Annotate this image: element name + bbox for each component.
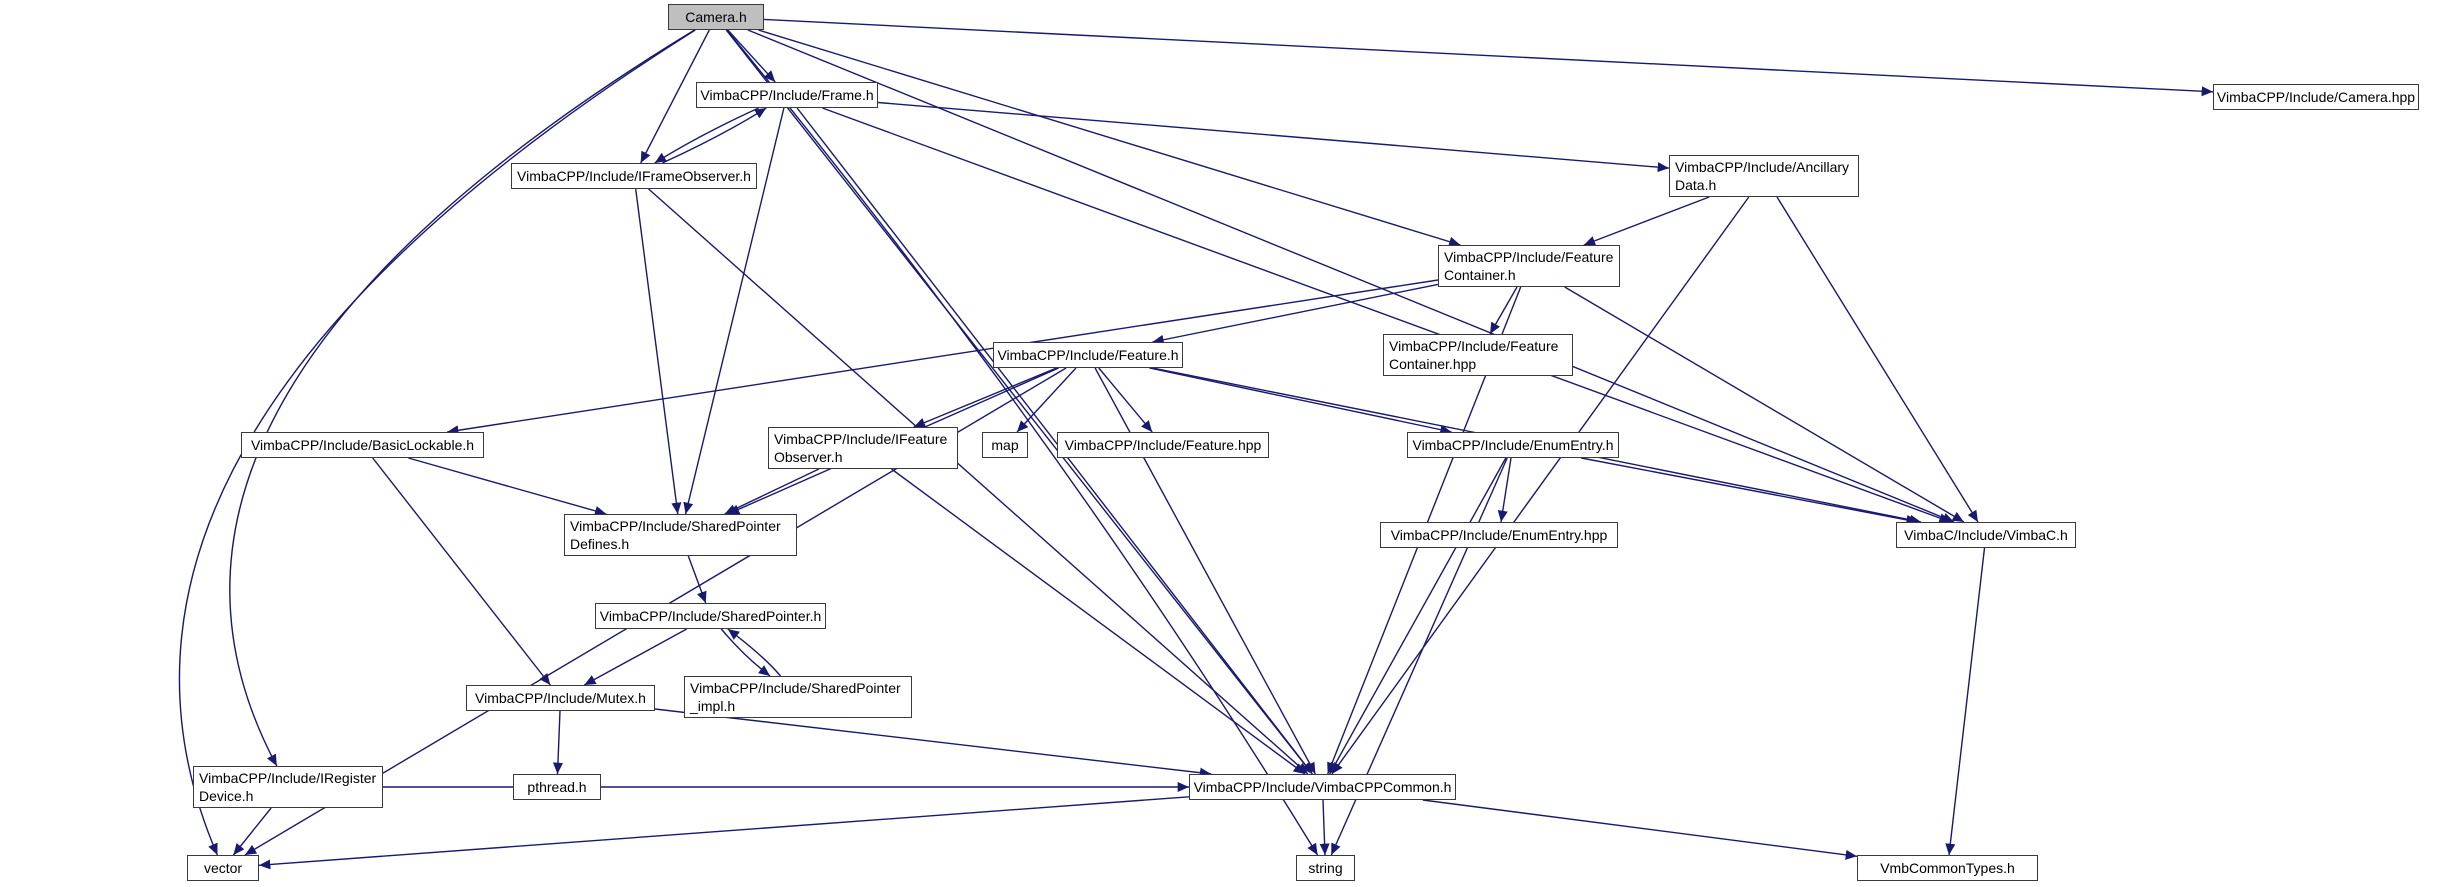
node-sharedpointer[interactable]: VimbaCPP/Include/SharedPointer.h	[595, 603, 826, 629]
edge-frame-to-vimbac	[822, 107, 1951, 523]
edge-frame-to-iframeobserver	[654, 107, 759, 164]
node-featurecontainer[interactable]: VimbaCPP/Include/Feature Container.h	[1438, 245, 1620, 287]
node-feature_hpp[interactable]: VimbaCPP/Include/Feature.hpp	[1057, 432, 1269, 458]
edge-iframeobserver-to-sharedpointerdefines	[635, 188, 682, 515]
edge-sharedpointer-to-sharedpointer_impl	[720, 628, 771, 677]
edge-vimbacppcommon-to-string	[1319, 799, 1330, 856]
edge-enumentry-to-enumentry_hpp	[1497, 457, 1512, 523]
edge-frame-to-sharedpointerdefines	[683, 107, 785, 515]
edge-featurecontainer-to-feature	[1152, 283, 1439, 345]
edge-feature-to-ifeatureobserver	[913, 367, 1057, 428]
edge-camera-to-string	[726, 29, 1319, 856]
edge-featurecontainer-to-basiclockable	[447, 279, 1439, 436]
node-frame[interactable]: VimbaCPP/Include/Frame.h	[696, 82, 878, 108]
node-basiclockable[interactable]: VimbaCPP/Include/BasicLockable.h	[241, 432, 484, 458]
node-vector: vector	[187, 855, 259, 881]
edge-featurecontainer-to-vimbac	[1564, 286, 1965, 523]
edge-iframeobserver-to-vimbacppcommon	[648, 188, 1309, 775]
edge-enumentry-to-vimbac	[1581, 457, 1918, 525]
node-enumentry[interactable]: VimbaCPP/Include/EnumEntry.h	[1407, 432, 1619, 458]
edge-camera-to-vimbacppcommon	[725, 29, 1313, 775]
edge-frame-to-vimbacppcommon	[796, 107, 1313, 775]
node-sharedpointerdefines[interactable]: VimbaCPP/Include/SharedPointer Defines.h	[564, 514, 797, 556]
edge-sharedpointer_impl-to-sharedpointer	[727, 628, 782, 677]
edge-camera-to-camera_hpp	[763, 18, 2214, 97]
edge-feature-to-map	[1016, 367, 1077, 433]
node-string: string	[1296, 855, 1355, 881]
edge-camera-to-featurecontainer	[758, 29, 1461, 247]
node-iframeobserver[interactable]: VimbaCPP/Include/IFrameObserver.h	[511, 163, 757, 189]
edge-vimbac-to-vmbcommontypes	[1945, 547, 1986, 856]
edge-feature-to-feature_hpp	[1098, 367, 1153, 433]
node-sharedpointer_impl[interactable]: VimbaCPP/Include/SharedPointer _impl.h	[684, 676, 912, 718]
edge-featurecontainer-to-featurecontainer_hpp	[1489, 286, 1518, 335]
edge-iregisterdevice-to-vector	[232, 807, 272, 856]
edge-ifeatureobserver-to-vimbacppcommon	[891, 468, 1306, 775]
edge-vimbacppcommon-to-vmbcommontypes	[1422, 799, 1858, 860]
edge-enumentry-to-vimbacppcommon	[1329, 457, 1507, 775]
edge-frame-to-ancillarydata	[877, 101, 1670, 173]
edge-camera-to-frame	[727, 29, 776, 83]
node-feature[interactable]: VimbaCPP/Include/Feature.h	[993, 342, 1183, 368]
edge-mutex-to-vimbacppcommon	[654, 708, 1212, 778]
edge-mutex-to-pthread	[552, 710, 563, 775]
edge-camera-to-vimbac	[747, 29, 1955, 523]
node-vimbac[interactable]: VimbaC/Include/VimbaC.h	[1896, 522, 2076, 548]
edge-ancillarydata-to-vimbac	[1776, 196, 1979, 523]
edge-sharedpointer-to-mutex	[583, 628, 688, 686]
node-vimbacppcommon[interactable]: VimbaCPP/Include/VimbaCPPCommon.h	[1189, 774, 1456, 800]
edge-camera-to-iregisterdevice	[229, 29, 695, 767]
node-enumentry_hpp[interactable]: VimbaCPP/Include/EnumEntry.hpp	[1380, 522, 1618, 548]
node-camera_hpp[interactable]: VimbaCPP/Include/Camera.hpp	[2213, 84, 2419, 110]
node-iregisterdevice[interactable]: VimbaCPP/Include/IRegister Device.h	[193, 766, 383, 808]
edge-feature-to-enumentry	[1149, 367, 1452, 435]
edge-basiclockable-to-sharedpointerdefines	[408, 457, 607, 516]
node-ancillarydata[interactable]: VimbaCPP/Include/Ancillary Data.h	[1669, 155, 1859, 197]
node-map: map	[982, 432, 1028, 458]
node-pthread: pthread.h	[513, 774, 601, 800]
node-mutex[interactable]: VimbaCPP/Include/Mutex.h	[466, 685, 655, 711]
edge-iframeobserver-to-frame	[662, 107, 767, 164]
edge-camera-to-iframeobserver	[640, 29, 710, 164]
node-camera: Camera.h	[668, 4, 764, 30]
edge-basiclockable-to-mutex	[372, 457, 551, 686]
edge-vimbacppcommon-to-vector	[258, 796, 1190, 870]
node-featurecontainer_hpp[interactable]: VimbaCPP/Include/Feature Container.hpp	[1383, 334, 1573, 376]
node-ifeatureobserver[interactable]: VimbaCPP/Include/IFeature Observer.h	[768, 427, 958, 469]
edge-ancillarydata-to-vimbacppcommon	[1331, 196, 1750, 775]
edge-sharedpointerdefines-to-sharedpointer	[687, 555, 707, 604]
node-vmbcommontypes[interactable]: VmbCommonTypes.h	[1857, 855, 2038, 881]
edge-ancillarydata-to-featurecontainer	[1583, 196, 1710, 246]
edge-ifeatureobserver-to-sharedpointerdefines	[724, 468, 820, 515]
